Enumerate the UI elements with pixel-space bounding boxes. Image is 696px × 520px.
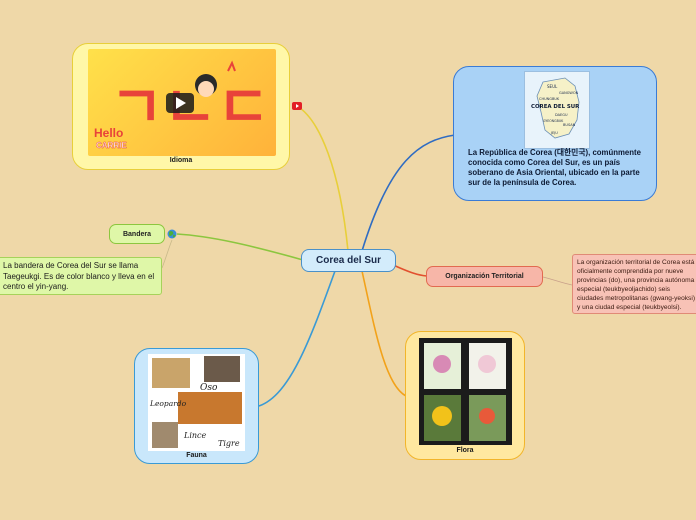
fauna-label-lince: Lince	[183, 431, 207, 440]
link-bandera	[176, 233, 304, 261]
globe-icon[interactable]	[167, 229, 177, 239]
link-flora	[361, 270, 407, 397]
org-node[interactable]: Organización Territorial	[426, 266, 543, 287]
map-label-corea: COREA DEL SUR	[531, 104, 580, 110]
idioma-caption: Idioma	[169, 157, 193, 164]
map-label-daegu: DAEGU	[555, 113, 568, 117]
link-fauna	[258, 270, 336, 407]
korea-description: La República de Corea (대한민국), comúnmente…	[468, 148, 641, 187]
bear-photo	[204, 356, 240, 382]
link-bandera-note	[161, 239, 173, 269]
play-icon	[176, 97, 186, 109]
org-note: La organización territorial de Corea est…	[572, 254, 696, 314]
idioma-thumbnail-art: ㄱㄴㄷ Hello CARRIE	[94, 60, 270, 150]
logo-bottom: CARRIE	[96, 141, 127, 150]
music-note-icon	[227, 60, 236, 72]
map-label-gangwon: GANGWON	[559, 91, 579, 95]
lynx-photo	[152, 422, 178, 448]
idioma-card[interactable]: ㄱㄴㄷ Hello CARRIE Idioma	[72, 43, 290, 170]
character-face	[198, 81, 214, 97]
leopard-photo	[152, 358, 190, 388]
fauna-label-leopardo: Leopardo	[149, 399, 187, 408]
tiger-photo	[178, 392, 242, 424]
korea-card[interactable]: SEUL GANGWON CHUNGBUK COREA DEL SUR DAEG…	[453, 66, 657, 201]
fauna-label-tigre: Tigre	[218, 439, 240, 448]
fauna-collage-art: Oso Leopardo Lince Tigre	[149, 356, 242, 448]
korea-map-image: SEUL GANGWON CHUNGBUK COREA DEL SUR DAEG…	[524, 71, 590, 149]
idioma-video-thumbnail[interactable]: ㄱㄴㄷ Hello CARRIE	[88, 49, 276, 156]
flora-card[interactable]: Flora	[405, 331, 525, 460]
bandera-note: La bandera de Corea del Sur se llama Tae…	[0, 257, 162, 295]
map-label-jeju: JEJU	[550, 131, 558, 135]
map-label-chungbuk: CHUNGBUK	[539, 97, 560, 101]
bandera-node[interactable]: Bandera	[109, 224, 165, 244]
fauna-label-oso: Oso	[200, 383, 218, 393]
link-org-note	[542, 276, 573, 286]
fauna-card[interactable]: Oso Leopardo Lince Tigre Fauna	[134, 348, 259, 464]
fauna-caption: Fauna	[186, 452, 207, 459]
bandera-label: Bandera	[122, 230, 151, 238]
fauna-image: Oso Leopardo Lince Tigre	[148, 354, 245, 451]
map-label-gyeongbuk: GYEONGBUK	[543, 119, 564, 123]
central-topic-label: Corea del Sur	[315, 255, 382, 266]
org-label: Organización Territorial	[445, 273, 524, 280]
flora-image	[419, 338, 512, 445]
map-label-seul: SEUL	[547, 84, 558, 89]
link-korea	[361, 134, 456, 252]
map-label-busan: BUSAN	[563, 123, 576, 127]
korea-map-art: SEUL GANGWON CHUNGBUK COREA DEL SUR DAEG…	[531, 77, 580, 139]
logo-top: Hello	[94, 126, 123, 140]
flora-caption: Flora	[456, 447, 474, 454]
flora-stamps-art	[424, 343, 506, 441]
link-idioma	[296, 105, 349, 252]
link-org	[392, 264, 428, 277]
youtube-icon[interactable]	[292, 102, 302, 110]
central-topic[interactable]: Corea del Sur	[301, 249, 396, 272]
